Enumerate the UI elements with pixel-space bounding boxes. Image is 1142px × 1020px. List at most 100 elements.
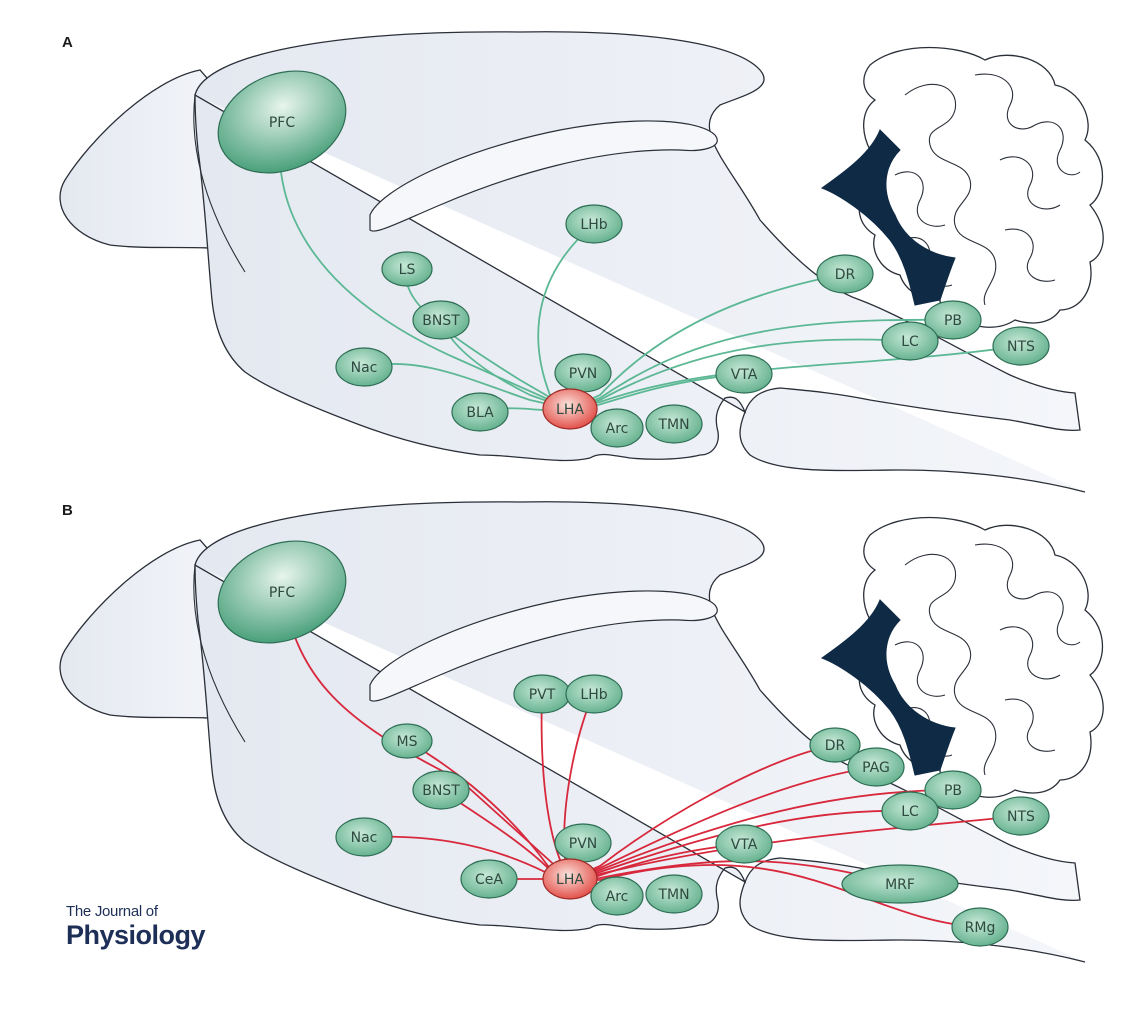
node-tmn: TMN [645,404,703,444]
node-shape-rmg [951,907,1009,947]
node-shape-pag [847,747,905,787]
connection-lha-nts [569,345,1022,410]
node-bnst: BNST [412,300,470,340]
node-ls: LS [381,251,433,287]
node-nac: Nac [335,817,393,857]
node-pfc: PFC [217,540,347,644]
node-shape-vta [715,824,773,864]
node-lc: LC [881,791,939,831]
node-label-lhb: LHb [580,217,607,233]
panel-label-b: B [62,502,73,519]
node-shape-nts [992,796,1050,836]
node-dr: DR [816,254,874,294]
node-dr: DR [809,727,861,763]
node-label-pfc: PFC [269,115,295,131]
node-shape-lha [542,858,598,900]
node-lha: LHA [542,388,598,430]
journal-logo-line2: Physiology [66,920,206,950]
node-label-cea: CeA [475,872,503,888]
node-lhb: LHb [565,674,623,714]
node-label-pfc: PFC [269,585,295,601]
node-shape-mrf [841,864,959,904]
panel-label-a: A [62,34,73,51]
node-rmg: RMg [951,907,1009,947]
node-shape-arc [590,408,644,448]
node-label-pag: PAG [862,760,890,776]
node-ms: MS [381,723,433,759]
connection-lha-lc [569,338,911,410]
node-arc: Arc [590,876,644,916]
node-label-lha: LHA [556,402,584,418]
node-nts: NTS [992,326,1050,366]
node-shape-vta [715,354,773,394]
node-shape-nac [335,347,393,387]
node-pvn: PVN [554,823,612,863]
node-label-nac: Nac [351,360,378,376]
node-arc: Arc [590,408,644,448]
node-label-dr: DR [825,738,846,754]
node-label-nac: Nac [351,830,378,846]
node-shape-bla [451,392,509,432]
node-shape-nac [335,817,393,857]
connection-lha-dr [569,744,836,880]
node-label-tmn: TMN [657,887,689,903]
node-shape-lhb [565,674,623,714]
node-vta: VTA [715,824,773,864]
node-label-lhb: LHb [580,687,607,703]
node-pb: PB [924,770,982,810]
node-shape-pb [924,300,982,340]
node-shape-lc [881,791,939,831]
node-tmn: TMN [645,874,703,914]
node-shape-lhb [565,204,623,244]
node-shape-tmn [645,874,703,914]
node-nts: NTS [992,796,1050,836]
node-shape-ls [381,251,433,287]
node-label-bla: BLA [466,405,494,421]
node-label-pvn: PVN [569,836,598,852]
node-label-lc: LC [901,334,919,350]
node-label-pvt: PVT [529,687,556,703]
node-shape-dr [816,254,874,294]
node-label-arc: Arc [606,421,629,437]
node-label-nts: NTS [1007,809,1035,825]
node-shape-nts [992,326,1050,366]
node-bla: BLA [451,392,509,432]
node-shape-pb [924,770,982,810]
connection-lha-pb [569,318,954,410]
connection-lha-pag [569,766,877,880]
node-label-nts: NTS [1007,339,1035,355]
node-shape-bnst [412,770,470,810]
node-pb: PB [924,300,982,340]
node-label-pb: PB [944,313,962,329]
node-label-tmn: TMN [657,417,689,433]
node-pfc: PFC [217,70,347,174]
node-label-dr: DR [835,267,856,283]
node-shape-bnst [412,300,470,340]
node-cea: CeA [460,859,518,899]
node-vta: VTA [715,354,773,394]
node-pag: PAG [847,747,905,787]
node-shape-lc [881,321,939,361]
node-label-pvn: PVN [569,366,598,382]
connection-lha-pvt [540,693,571,880]
node-label-vta: VTA [731,837,758,853]
node-label-ms: MS [397,734,418,750]
node-label-mrf: MRF [885,877,915,893]
node-shape-pfc [217,540,347,644]
node-pvn: PVN [554,353,612,393]
connection-lha-nts [569,815,1022,880]
node-shape-lha [542,388,598,430]
node-bnst: BNST [412,770,470,810]
node-lhb: LHb [565,204,623,244]
node-lha: LHA [542,858,598,900]
node-lc: LC [881,321,939,361]
node-label-ls: LS [399,262,416,278]
connection-lha-dr [569,273,846,410]
node-label-bnst: BNST [422,313,460,329]
node-label-rmg: RMg [965,920,996,936]
